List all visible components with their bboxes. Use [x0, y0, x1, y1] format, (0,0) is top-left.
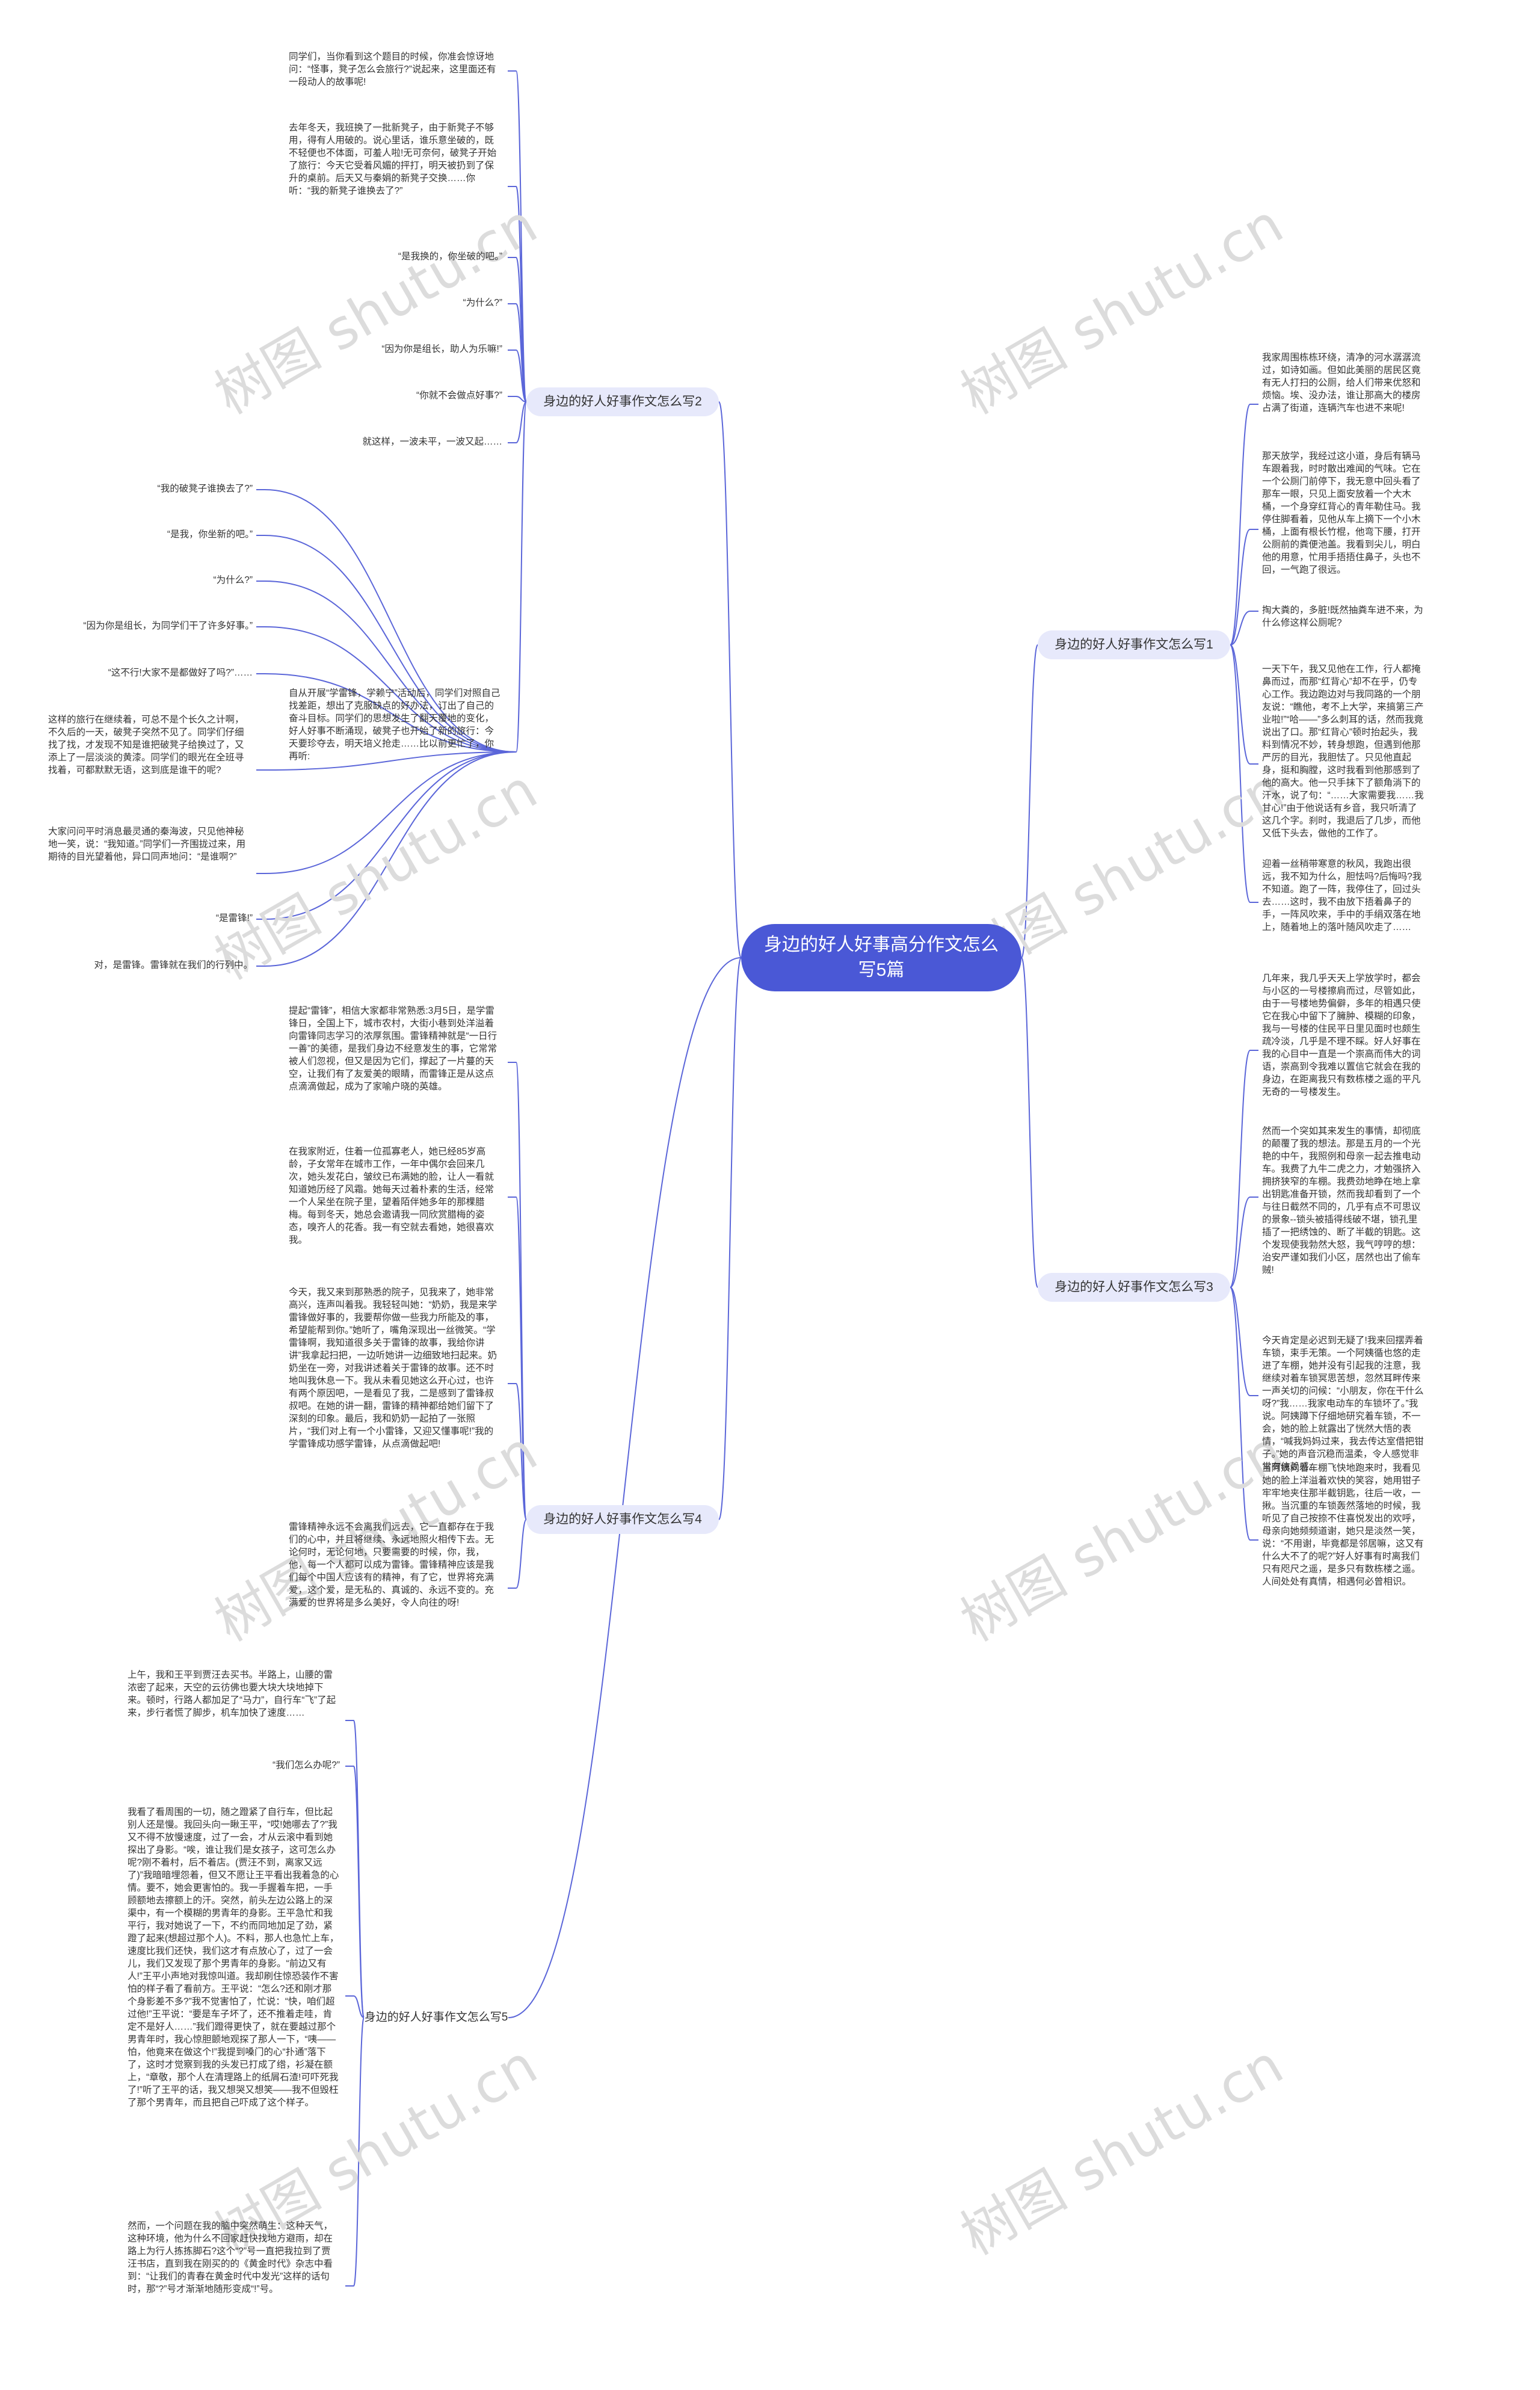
edge-root-branch-2 — [718, 401, 742, 958]
edge-branch-4-leaf — [516, 1197, 527, 1520]
leaf-text: “这不行!大家不是都做好了吗?”…… — [108, 668, 253, 678]
leaf-text: “是雷锋!” — [215, 913, 253, 923]
edge-branch-2-subleaf — [264, 535, 517, 753]
edge-branch-2-subleaf — [264, 751, 517, 874]
edge-branch-2-subleaf — [264, 581, 517, 753]
edge-branch-2-subleaf — [264, 751, 517, 967]
leaf-text: 在我家附近，住着一位孤寡老人，她已经85岁高龄，子女常年在城市工作，一年中偶尔会… — [289, 1147, 494, 1245]
edge-branch-2-leaf — [516, 401, 527, 753]
edge-branch-3-leaf — [1230, 1050, 1251, 1288]
edge-branch-2-leaf — [516, 396, 527, 402]
edge-branch-1-leaf — [1230, 644, 1251, 765]
branch-topic-2[interactable]: 身边的好人好事作文怎么写2 — [526, 387, 719, 416]
edge-branch-2-subleaf — [264, 489, 517, 753]
edge-branch-3-leaf — [1230, 1197, 1251, 1288]
leaf-text: “我们怎么办呢?” — [273, 1760, 340, 1770]
branch-topic-5[interactable]: 身边的好人好事作文怎么写5 — [364, 2011, 508, 2024]
leaf-text: 这样的旅行在继续着，可总不是个长久之计啊，不久后的一天，破凳子突然不见了。同学们… — [48, 715, 244, 775]
edge-branch-1-leaf — [1230, 529, 1251, 645]
edge-branch-2-subleaf — [264, 673, 517, 753]
edge-branch-5-leaf — [353, 1995, 365, 2018]
leaf-text: 自从开展“学雷锋，学赖宁”活动后，同学们对照自己找差距，想出了克服缺点的好办法，… — [289, 688, 500, 762]
edge-root-branch-5 — [508, 957, 742, 2018]
leaf-text: 今天，我又来到那熟悉的院子，见我来了，她非常高兴，连声叫着我。我轻轻叫她：“奶奶… — [289, 1287, 497, 1449]
leaf-text: 然而，一个问题在我的脑中突然萌生：这种天气，这种环境，他为什么不回家赶快找地方避… — [128, 2221, 333, 2294]
edge-branch-5-leaf — [353, 1766, 365, 2018]
leaf-text: “因为你是组长，为同学们干了许多好事。” — [83, 621, 253, 631]
edge-root-branch-4 — [718, 957, 742, 1520]
leaf-text: 就这样，一波未平，一波又起…… — [362, 437, 502, 447]
leaf-text: “因为你是组长，助人为乐嘛!” — [381, 344, 502, 354]
edge-branch-1-leaf — [1230, 404, 1251, 645]
leaf-text: 当阿姨向着车棚飞快地跑来时，我看见她的脸上洋溢着欢快的笑容，她用钳子牢牢地夹住那… — [1262, 1463, 1424, 1587]
edge-branch-1-leaf — [1230, 611, 1251, 645]
leaf-text: 去年冬天，我班换了一批新凳子，由于新凳子不够用，得有人用破的。说心里话，谁乐意坐… — [289, 123, 497, 196]
leaf-text: 我看了看周围的一切，随之蹬紧了自行车，但比起别人还是慢。我回头向一瞅王平，“哎!… — [128, 1807, 339, 2108]
edge-branch-2-leaf — [516, 401, 527, 443]
leaf-text: 雷锋精神永远不会离我们远去，它一直都存在于我们的心中，并且将继续、永远地照火相传… — [289, 1522, 494, 1608]
leaf-text: “是我，你坐新的吧。” — [167, 529, 253, 540]
edge-root-branch-1 — [1021, 644, 1038, 958]
leaf-text: “为什么?” — [463, 298, 502, 308]
root-topic[interactable]: 身边的好人好事高分作文怎么写5篇 — [741, 924, 1021, 991]
edge-branch-4-leaf — [516, 1519, 527, 1589]
leaf-text: 那天放学，我经过这小道，身后有辆马车跟着我，时时散出难闻的气味。它在一个公厕门前… — [1262, 451, 1421, 575]
edge-branch-3-leaf — [1230, 1287, 1251, 1396]
leaf-text: 然而一个突如其来发生的事情，却彻底的颠覆了我的想法。那是五月的一个光艳的中午，我… — [1262, 1126, 1421, 1275]
edge-branch-2-leaf — [516, 350, 527, 402]
leaf-text: 大家问问平时消息最灵通的秦海波，只见他神秘地一笑，说：“我知道。”同学们一齐围拢… — [48, 827, 246, 862]
leaf-text: 一天下午，我又见他在工作，行人都掩鼻而过，而那“红背心”却不在乎，仍专心工作。我… — [1262, 664, 1424, 839]
edge-branch-3-leaf — [1230, 1287, 1251, 1541]
edge-root-branch-3 — [1021, 957, 1038, 1288]
leaf-text: “你就不会做点好事?” — [416, 390, 502, 401]
leaf-text: 对，是雷锋。雷锋就在我们的行列中。 — [94, 960, 253, 970]
leaf-text: 同学们，当你看到这个题目的时候，你准会惊讶地问：“怪事，凳子怎么会旅行?”说起来… — [289, 52, 496, 87]
branch-topic-1[interactable]: 身边的好人好事作文怎么写1 — [1038, 630, 1230, 659]
edge-branch-4-leaf — [516, 1383, 527, 1520]
leaf-text: 迎着一丝稍带寒意的秋风，我跑出很远，我不知为什么，胆怯吗?后悔吗?我不知道。跑了… — [1262, 859, 1422, 932]
leaf-text: “是我换的，你坐破的吧。” — [398, 251, 502, 262]
branch-topic-3[interactable]: 身边的好人好事作文怎么写3 — [1038, 1273, 1230, 1302]
leaf-text: 掏大粪的，多脏!既然抽粪车进不来，为什么修这样公厕呢? — [1262, 605, 1423, 628]
edge-branch-1-leaf — [1230, 644, 1251, 903]
leaf-text: 今天肯定是必迟到无疑了!我来回摆弄着车锁，束手无策。一个阿姨循也悠的走进了车棚，… — [1262, 1335, 1424, 1472]
leaf-text: “我的破凳子谁换去了?” — [157, 484, 253, 494]
edge-branch-2-subleaf — [264, 751, 517, 771]
leaf-text: 上午，我和王平到贾汪去买书。半路上，山腰的雷浓密了起来，天空的云彷佛也要大块大块… — [128, 1670, 336, 1718]
edge-branch-2-subleaf — [264, 626, 517, 753]
leaf-text: 我家周围栋栋环绕，清净的河水潺潺流过，如诗如画。但如此美丽的居民区竟有无人打扫的… — [1262, 353, 1421, 413]
leaf-text: “为什么?” — [213, 575, 253, 585]
branch-topic-4[interactable]: 身边的好人好事作文怎么写4 — [526, 1505, 719, 1534]
leaf-text: 提起“雷锋”，相信大家都非常熟悉:3月5日，是学雷锋日，全国上下，城市农村，大街… — [289, 1006, 497, 1092]
edge-branch-5-leaf — [353, 2017, 365, 2287]
leaf-text: 几年来，我几乎天天上学放学时，都会与小区的一号楼擦肩而过，尽管如此，由于一号楼地… — [1262, 973, 1421, 1097]
edge-branch-2-subleaf — [264, 751, 517, 920]
